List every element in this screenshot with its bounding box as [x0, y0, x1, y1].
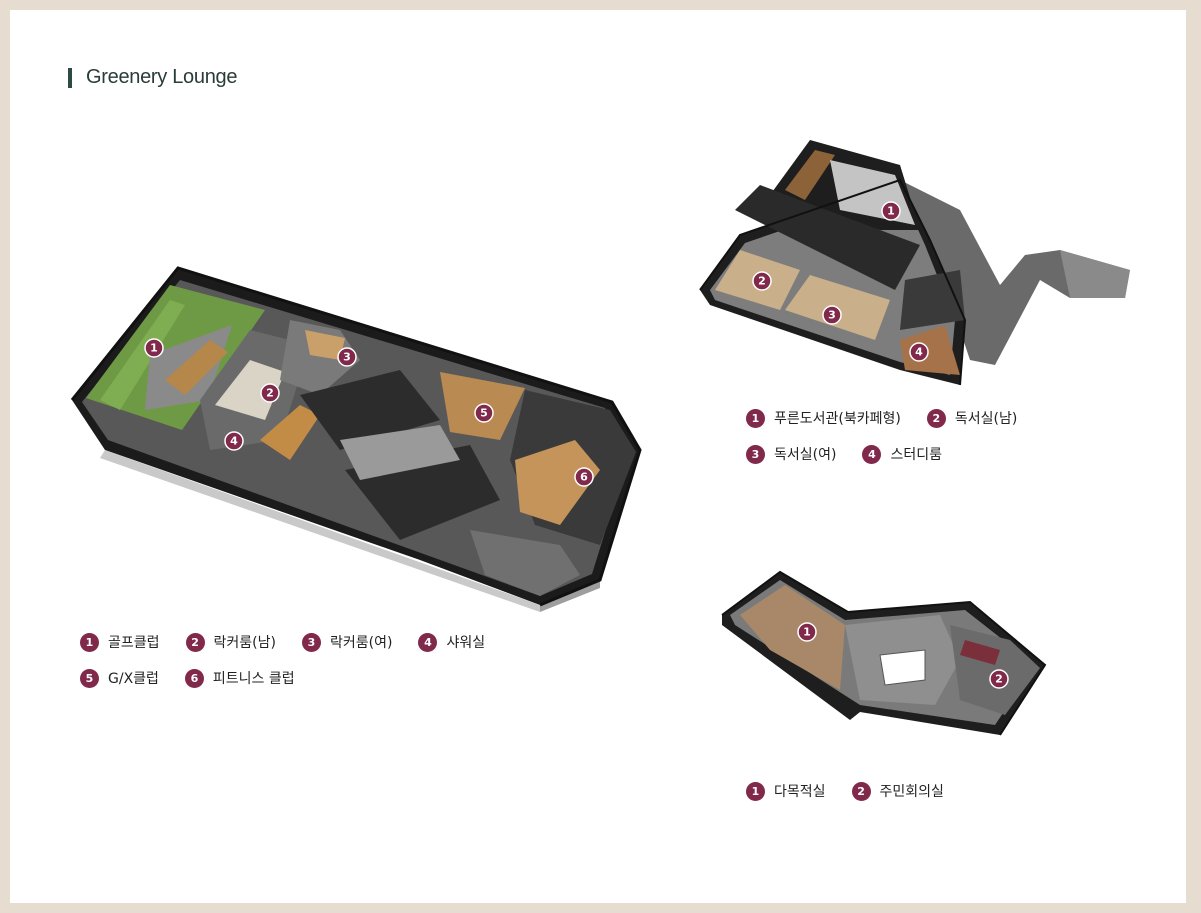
svg-text:1: 1 — [150, 342, 158, 355]
legend-label: 주민회의실 — [879, 784, 944, 800]
svg-text:2: 2 — [758, 275, 766, 288]
legend-multipurpose: 1 다목적실 2 주민회의실 — [746, 773, 1086, 809]
legend-item: 1 다목적실 — [746, 773, 826, 809]
svg-text:1: 1 — [887, 205, 895, 218]
legend-number: 4 — [418, 632, 438, 652]
legend-number: 4 — [862, 444, 882, 464]
legend-label: 독서실(여) — [774, 447, 837, 463]
svg-text:2: 2 — [266, 387, 274, 400]
legend-number: 2 — [185, 632, 205, 652]
marker-locker-women: 3 — [337, 347, 357, 367]
legend-label: 푸른도서관(북카페형) — [774, 411, 901, 427]
marker-reading-room-men: 2 — [752, 271, 772, 291]
legend-item: 1 푸른도서관(북카페형) — [746, 400, 901, 436]
legend-number: 2 — [851, 781, 871, 801]
legend-number: 1 — [80, 632, 99, 652]
legend-item: 3 독서실(여) — [746, 436, 836, 472]
marker-golf-club: 1 — [144, 338, 164, 358]
legend-number: 3 — [746, 444, 765, 464]
page-title: Greenery Lounge — [86, 66, 238, 88]
legend-number: 1 — [746, 781, 765, 801]
legend-label: 골프클럽 — [108, 635, 160, 651]
legend-number: 5 — [80, 668, 99, 688]
legend-item: 3 락커룸(여) — [301, 624, 393, 660]
marker-shower: 4 — [224, 431, 244, 451]
svg-text:5: 5 — [480, 407, 488, 420]
svg-text:4: 4 — [915, 346, 923, 359]
marker-reading-room-women: 3 — [822, 305, 842, 325]
legend-item: 1 골프클럽 — [80, 624, 160, 660]
title-accent-bar — [68, 67, 72, 88]
legend-item: 2 주민회의실 — [851, 773, 944, 809]
legend-number: 1 — [746, 408, 765, 428]
legend-item: 4 샤워실 — [418, 624, 485, 660]
legend-label: 샤워실 — [446, 635, 486, 651]
legend-label: 독서실(남) — [954, 411, 1018, 427]
legend-number: 3 — [301, 632, 321, 652]
legend-item: 5 G/X클럽 — [80, 660, 159, 696]
svg-text:6: 6 — [580, 471, 588, 484]
svg-text:3: 3 — [828, 309, 836, 322]
legend-library: 1 푸른도서관(북카페형) 2 독서실(남) 3 독서실(여) 4 스터디룸 — [746, 400, 1086, 472]
legend-label: 락커룸(남) — [213, 635, 276, 651]
svg-text:3: 3 — [343, 351, 351, 364]
marker-gx-club: 5 — [474, 403, 494, 423]
legend-item: 4 스터디룸 — [862, 436, 942, 472]
legend-item: 6 피트니스 클럽 — [184, 660, 295, 696]
legend-label: G/X클럽 — [108, 671, 159, 687]
legend-label: 피트니스 클럽 — [212, 671, 295, 687]
svg-text:4: 4 — [230, 435, 238, 448]
marker-locker-men: 2 — [260, 383, 280, 403]
legend-item: 2 독서실(남) — [926, 400, 1018, 436]
legend-number: 6 — [184, 668, 204, 688]
legend-item: 2 락커룸(남) — [185, 624, 276, 660]
marker-fitness-club: 6 — [574, 467, 594, 487]
legend-label: 스터디룸 — [890, 447, 942, 463]
marker-study-room: 4 — [909, 342, 929, 362]
svg-text:1: 1 — [803, 626, 811, 639]
legend-label: 다목적실 — [774, 784, 826, 800]
marker-book-cafe-library: 1 — [881, 201, 901, 221]
legend-label: 락커룸(여) — [329, 635, 393, 651]
legend-number: 2 — [926, 408, 946, 428]
section-header: Greenery Lounge — [68, 66, 237, 89]
legend-fitness: 1 골프클럽 2 락커룸(남) 3 락커룸(여) 4 샤워실 5 G/X클럽 6 피트니스 … — [80, 624, 560, 696]
marker-resident-meeting-room: 2 — [989, 669, 1009, 689]
marker-multipurpose-room: 1 — [797, 622, 817, 642]
svg-text:2: 2 — [995, 673, 1003, 686]
